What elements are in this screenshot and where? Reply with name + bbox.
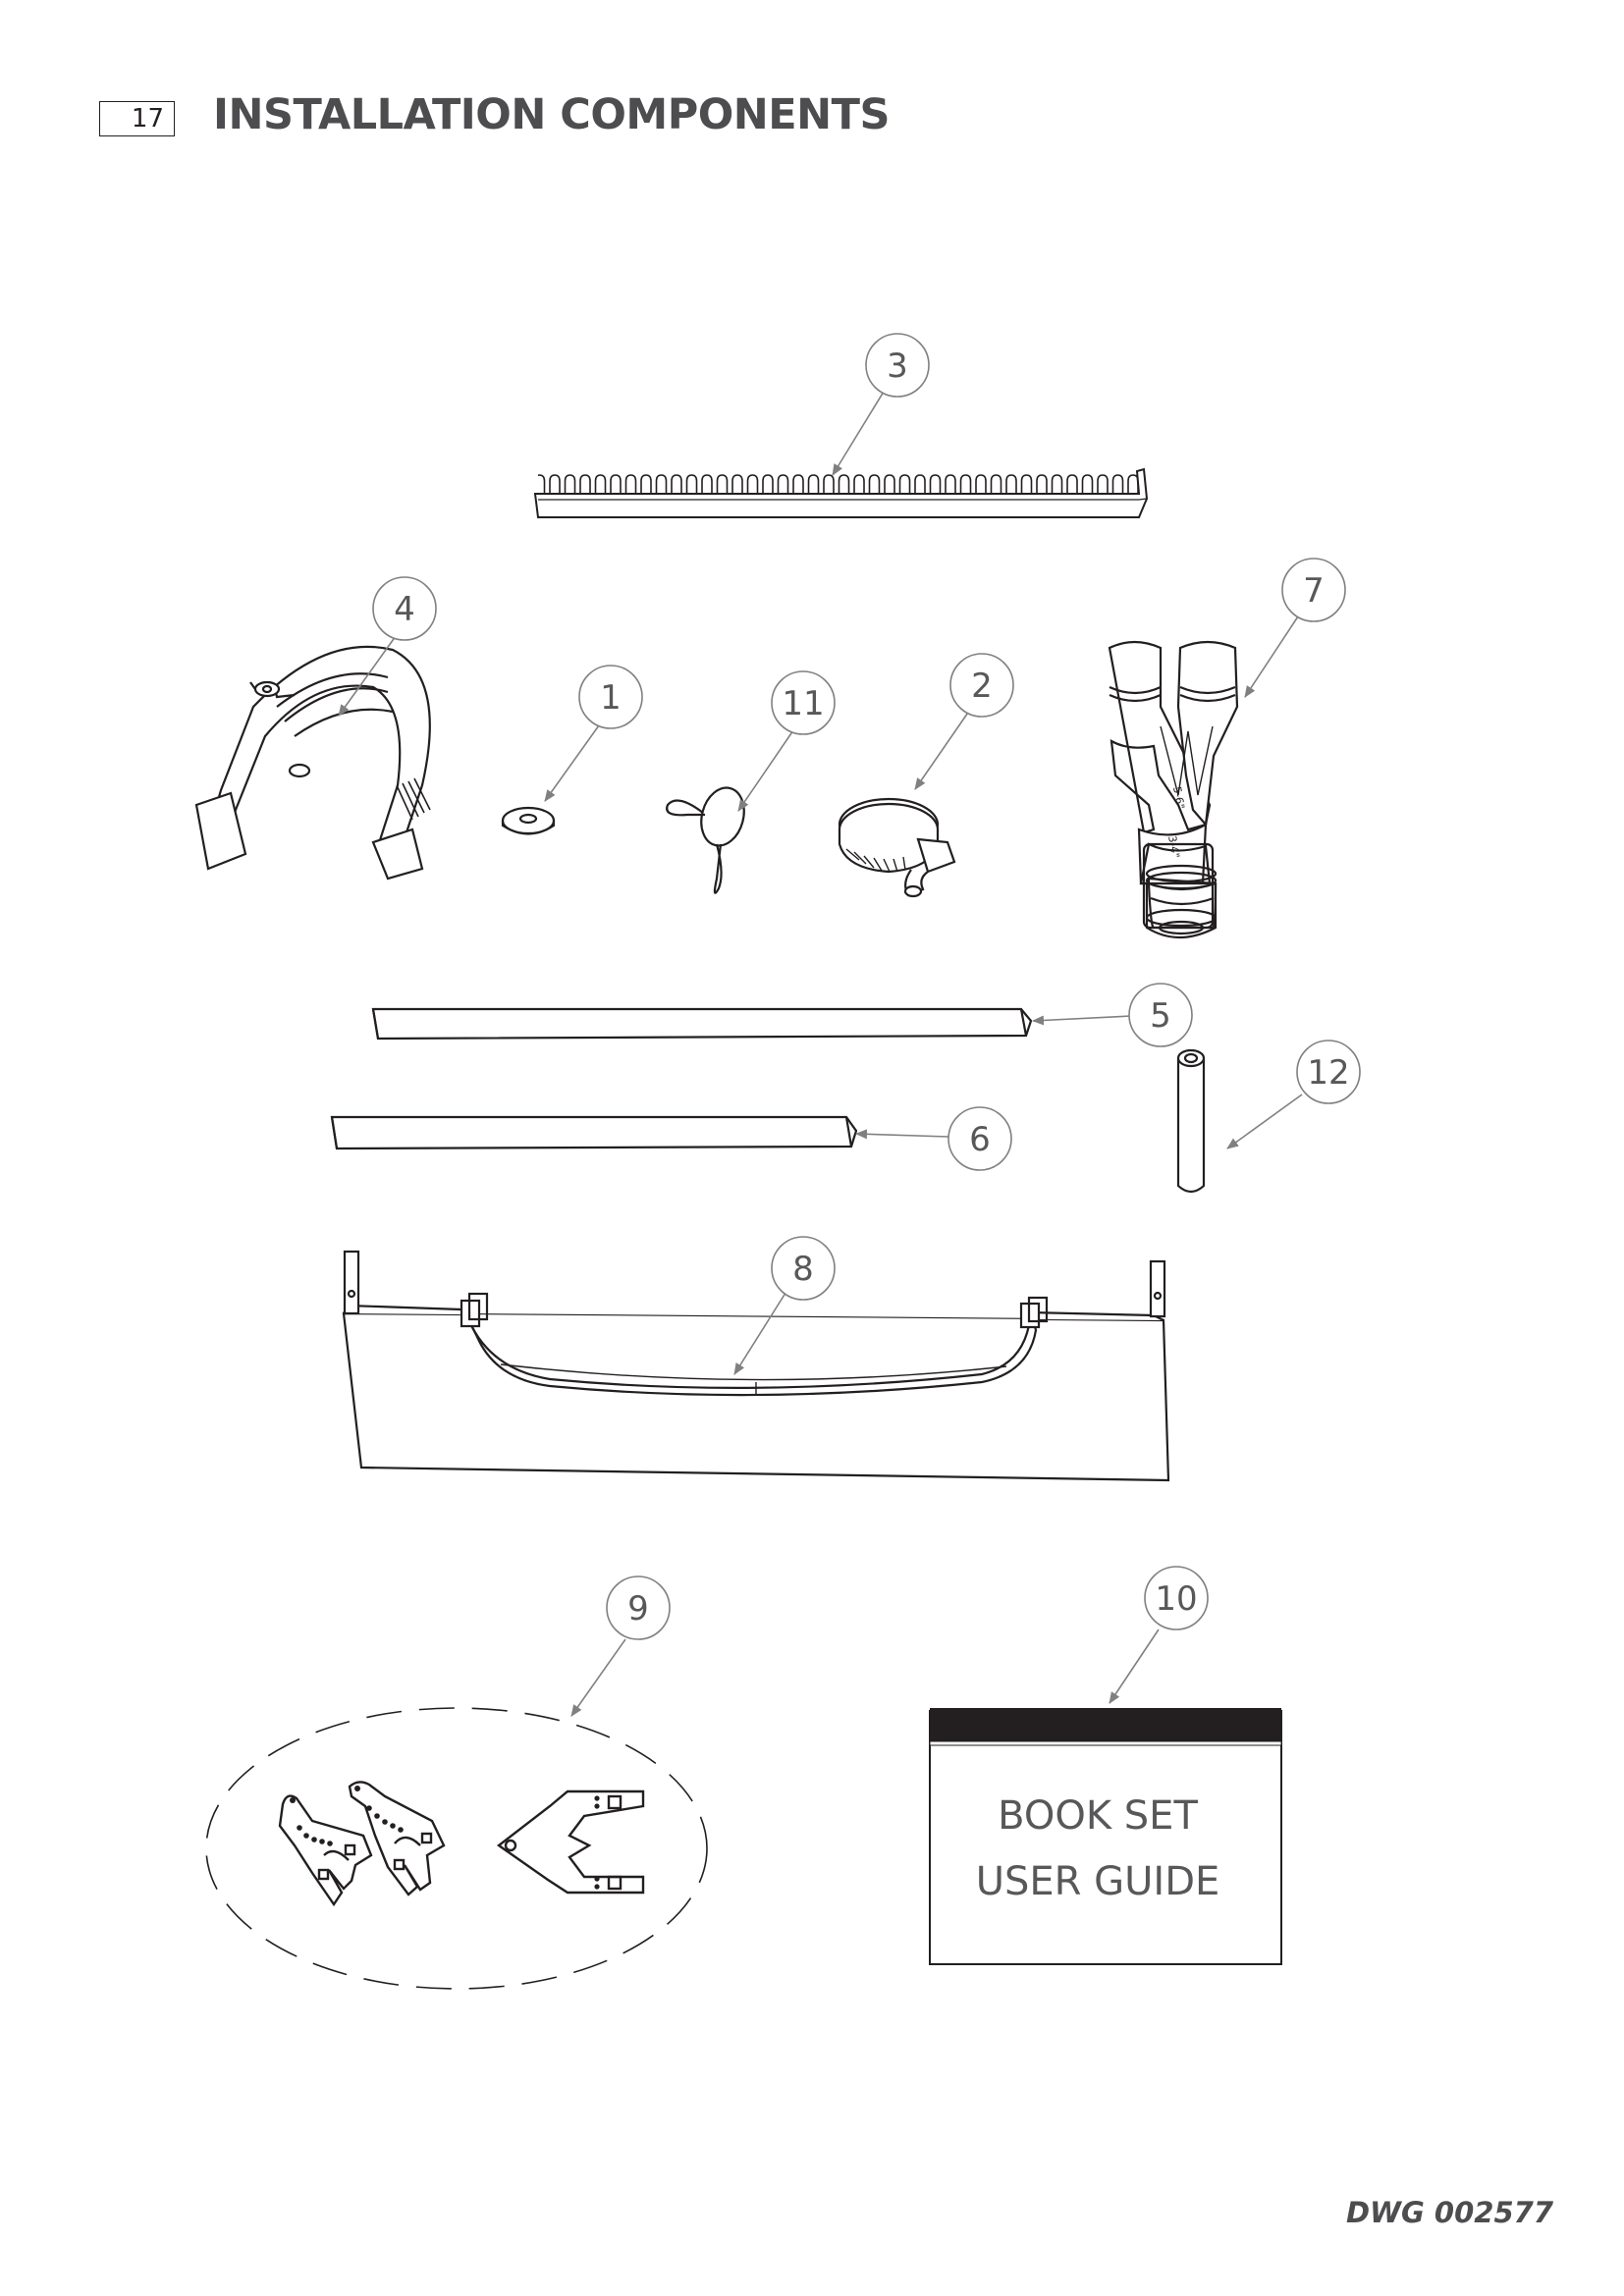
book-set-label: BOOK SET <box>998 1793 1198 1839</box>
svg-text:10: 10 <box>1155 1579 1197 1619</box>
user-guide-label: USER GUIDE <box>976 1859 1220 1904</box>
callout-3: 3 <box>865 333 930 398</box>
svg-text:11: 11 <box>782 684 824 723</box>
svg-text:4: 4 <box>394 590 415 629</box>
svg-text:1: 1 <box>600 678 622 718</box>
part-4-curved-bracket <box>194 645 431 881</box>
svg-text:3: 3 <box>887 347 908 386</box>
page-title: INSTALLATION COMPONENTS <box>213 90 890 139</box>
part-12-spacer <box>1176 1048 1206 1194</box>
svg-text:7: 7 <box>1303 571 1325 611</box>
callout-5: 5 <box>1128 983 1193 1047</box>
part-10-book-set: BOOK SET USER GUIDE <box>929 1708 1282 1965</box>
callout-4: 4 <box>372 576 437 641</box>
callout-circles: 3 4 1 11 2 7 5 12 <box>372 333 1361 1640</box>
tube-label-large: 5-6" <box>1170 785 1187 810</box>
callout-9: 9 <box>606 1575 671 1640</box>
tube-label-small: 3-4" <box>1165 834 1182 859</box>
callout-8: 8 <box>771 1236 836 1301</box>
callout-2: 2 <box>949 653 1014 718</box>
page-number: 17 <box>131 104 164 133</box>
callout-1: 1 <box>578 665 643 729</box>
part-11-wire-tie <box>666 786 745 894</box>
svg-text:6: 6 <box>969 1120 991 1159</box>
callout-7: 7 <box>1281 558 1346 622</box>
part-3-toothed-rack <box>533 467 1149 518</box>
part-7-y-splitter: 5-6" 3-4" <box>1108 640 1239 938</box>
drawing-number: DWG 002577 <box>1345 2196 1553 2229</box>
part-2-hose-clamp <box>838 797 956 898</box>
callout-10: 10 <box>1144 1566 1209 1630</box>
part-1-washer <box>501 806 556 835</box>
svg-text:8: 8 <box>792 1250 814 1289</box>
svg-text:2: 2 <box>971 667 993 706</box>
part-6-short-strip <box>330 1115 858 1150</box>
callout-12: 12 <box>1296 1040 1361 1104</box>
page-number-box: 17 <box>99 101 175 136</box>
part-5-long-strip <box>371 1007 1033 1041</box>
part-8-kick-panel <box>342 1250 1170 1482</box>
svg-text:9: 9 <box>627 1589 649 1629</box>
svg-text:12: 12 <box>1307 1053 1349 1093</box>
callout-11: 11 <box>771 670 836 735</box>
callout-6: 6 <box>947 1106 1012 1171</box>
callout-leaders <box>338 386 1303 1717</box>
svg-text:5: 5 <box>1150 996 1171 1036</box>
part-9-bracket-set <box>205 1707 708 1990</box>
